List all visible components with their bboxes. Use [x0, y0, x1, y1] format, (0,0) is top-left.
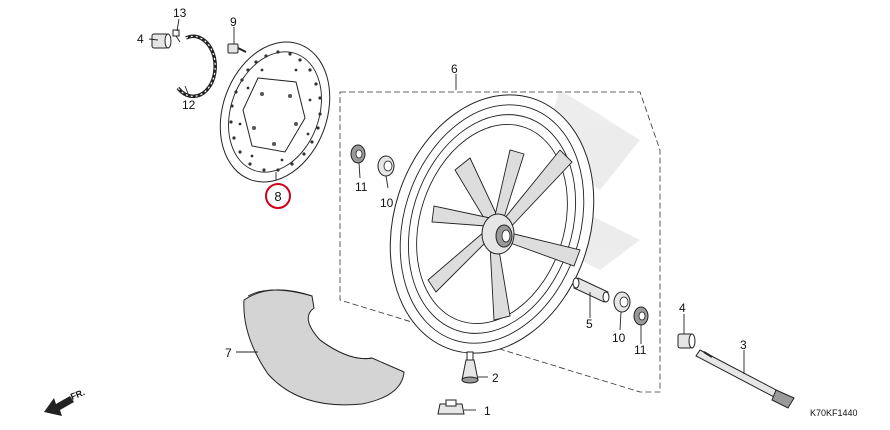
callout-10-left: 10: [380, 196, 394, 210]
callout-13: 13: [173, 6, 187, 20]
assembly-outline: [339, 91, 661, 393]
callout-7: 7: [225, 346, 232, 360]
small-bolt: [172, 29, 181, 43]
collar-top: [151, 33, 172, 49]
brake-disc: [219, 41, 331, 183]
wheel: [389, 94, 595, 354]
bearing-right: [613, 291, 631, 313]
callout-5: 5: [586, 317, 593, 331]
leader-lines: [148, 18, 745, 411]
distance-collar: [572, 277, 610, 303]
callout-11-left: 11: [355, 180, 368, 194]
bearing-left: [377, 155, 395, 177]
callout-4-right: 4: [679, 301, 686, 315]
callout-6: 6: [451, 62, 458, 76]
callout-12: 12: [182, 98, 196, 112]
front-direction-indicator: FR.: [44, 387, 86, 416]
collar-right: [677, 333, 696, 349]
tire-valve: [461, 351, 479, 384]
dust-seal-left: [350, 144, 366, 164]
axle: [695, 349, 795, 409]
valve-clip: [437, 399, 465, 415]
callout-4-top: 4: [137, 32, 144, 46]
disc-bolt-holes: [252, 92, 298, 146]
callout-9: 9: [230, 15, 237, 29]
wheel-spokes: [427, 149, 581, 321]
fender: [243, 289, 405, 406]
snap-ring: [176, 34, 217, 99]
arrow-icon: [44, 396, 74, 416]
disc-bolt: [227, 43, 247, 54]
callout-8: 8: [274, 189, 281, 204]
callout-11-right: 11: [634, 343, 647, 357]
dust-seal-right: [633, 306, 649, 326]
diagram-code: K70KF1440: [810, 408, 858, 418]
callout-3: 3: [740, 338, 747, 352]
highlight-ring: [265, 183, 291, 209]
callout-10-right: 10: [612, 331, 626, 345]
callout-1: 1: [484, 404, 491, 418]
disc-holes: [229, 50, 322, 172]
callout-2: 2: [492, 371, 499, 385]
callout-8-highlight[interactable]: 8: [265, 183, 291, 209]
direction-label: FR.: [69, 387, 86, 402]
